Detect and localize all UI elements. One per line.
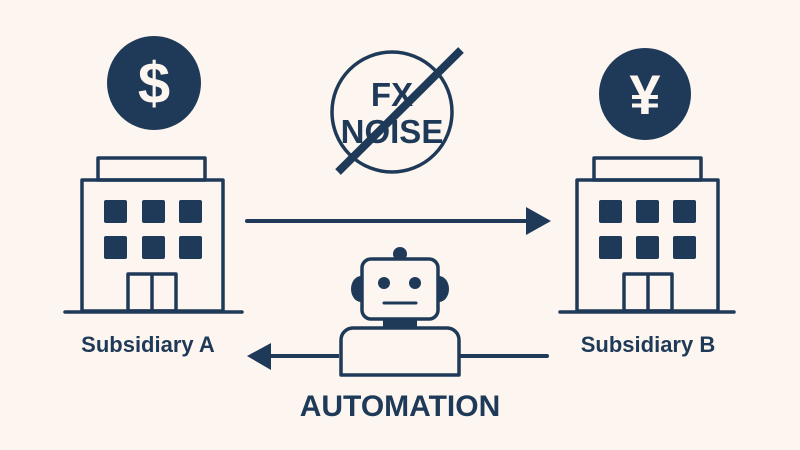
robot-eye [409, 277, 421, 289]
robot-icon [339, 247, 461, 377]
prohibited-icon: FX NOISE [330, 47, 464, 175]
dollar-icon: $ [107, 36, 201, 130]
robot-body [339, 326, 461, 377]
robot-ear-right [439, 276, 449, 302]
robot-neck [383, 319, 417, 329]
yen-icon: ¥ [599, 48, 691, 140]
building-windows [599, 200, 696, 259]
building-icon [63, 156, 244, 314]
dollar-symbol: $ [138, 51, 170, 116]
arrow-right-icon [245, 207, 551, 235]
slash-line [335, 47, 464, 175]
robot-head [360, 257, 440, 321]
arrow-left-icon [247, 343, 549, 370]
subsidiary-a-label: Subsidiary A [81, 332, 215, 357]
subsidiary-b-label: Subsidiary B [581, 332, 715, 357]
robot-ear-left [351, 276, 361, 302]
building-windows [104, 200, 202, 259]
robot-eye [378, 277, 390, 289]
yen-symbol: ¥ [629, 63, 660, 126]
building-icon [558, 156, 736, 314]
automation-label: AUTOMATION [300, 390, 501, 423]
